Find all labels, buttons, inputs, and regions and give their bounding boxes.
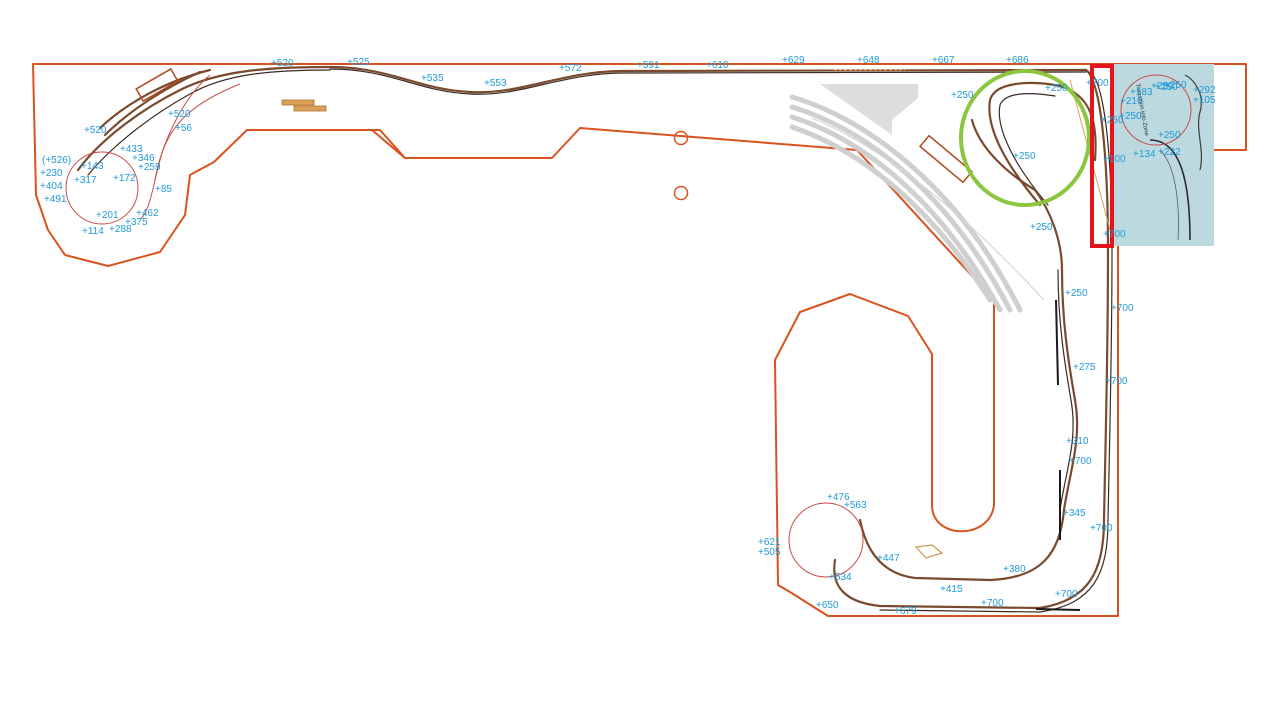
elevation-label: +591 xyxy=(637,60,660,71)
bottom-helix xyxy=(788,502,864,578)
highlight-rectangle xyxy=(1090,64,1114,248)
elevation-label: +525 xyxy=(347,57,370,68)
elevation-label: +345 xyxy=(1063,508,1086,519)
elevation-label: +172 xyxy=(113,173,136,184)
elevation-label: +534 xyxy=(829,572,852,583)
structures xyxy=(135,67,1111,559)
staging-yard xyxy=(789,84,1045,313)
elevation-labels: +520 +525 +535 +553 +572 +591 +610 +629 … xyxy=(40,55,1216,617)
elevation-label: +250 xyxy=(1045,83,1068,94)
hole-marker xyxy=(673,185,689,201)
elevation-label: +250 xyxy=(951,90,974,101)
elevation-label: +380 xyxy=(1003,564,1026,575)
inset-photo: Transition into Zone xyxy=(1114,64,1214,246)
elevation-label: +250 xyxy=(1065,288,1088,299)
elevation-label: +700 xyxy=(1111,303,1134,314)
elevation-label: +134 xyxy=(1133,149,1156,160)
elevation-label: +210 xyxy=(1120,96,1143,107)
elevation-label: +114 xyxy=(82,226,104,237)
elevation-label: +700 xyxy=(1069,456,1092,467)
elevation-label: +648 xyxy=(857,55,880,66)
elevation-label: +447 xyxy=(877,553,900,564)
elevation-label: +700 xyxy=(1055,589,1078,600)
elevation-label: +56 xyxy=(175,123,192,134)
left-helix xyxy=(65,151,139,225)
elevation-label: +222 xyxy=(1158,147,1181,158)
hole-marker xyxy=(673,130,689,146)
elevation-label: +292 xyxy=(1193,85,1216,96)
elevation-label: +143 xyxy=(81,161,104,172)
elevation-label: +85 xyxy=(155,184,172,195)
elevation-label: +433 xyxy=(120,144,143,155)
elevation-label: (+526) xyxy=(42,155,71,166)
elevation-label: +462 xyxy=(136,208,159,219)
elevation-label: +259 xyxy=(138,162,161,173)
elevation-label: +700 xyxy=(1086,78,1109,89)
elevation-label: +520 xyxy=(271,58,294,69)
elevation-label: +250 xyxy=(1155,82,1178,93)
elevation-label: +275 xyxy=(1073,362,1096,373)
elevation-label: +535 xyxy=(421,73,444,84)
elevation-label: +250 xyxy=(1164,80,1187,91)
elevation-label: +317 xyxy=(74,175,97,186)
elevation-label: +679 xyxy=(894,606,917,617)
elevation-label: +491 xyxy=(44,194,67,205)
elevation-label: +505 xyxy=(758,547,781,558)
elevation-label: +250 xyxy=(1101,115,1124,126)
elevation-label: +250 xyxy=(1013,151,1036,162)
elevation-label: +700 xyxy=(1105,376,1128,387)
highlight-circle xyxy=(959,69,1091,207)
elevation-label: +183 xyxy=(1130,87,1153,98)
elevation-label: +250 xyxy=(1151,81,1174,92)
elevation-label: +610 xyxy=(706,60,729,71)
elevation-label: +700 xyxy=(981,598,1004,609)
elevation-label: +250 xyxy=(1030,222,1053,233)
elevation-label: +250 xyxy=(1119,111,1142,122)
elevation-label: +563 xyxy=(844,500,867,511)
baseboard-outline xyxy=(32,63,1247,617)
elevation-label: +621 xyxy=(758,537,781,548)
elevation-label: +404 xyxy=(40,181,63,192)
elevation-label: +700 xyxy=(1103,229,1126,240)
elevation-label: +415 xyxy=(940,584,963,595)
elevation-label: +100 xyxy=(1103,154,1126,165)
elevation-label: +667 xyxy=(932,55,955,66)
elevation-label: +250 xyxy=(1158,130,1181,141)
elevation-label: +686 xyxy=(1006,55,1029,66)
elevation-label: +520 xyxy=(168,109,191,120)
elevation-label: +346 xyxy=(132,153,155,164)
elevation-label: +105 xyxy=(1193,95,1216,106)
elevation-label: +553 xyxy=(484,78,507,89)
elevation-label: +310 xyxy=(1066,436,1089,447)
elevation-label: +375 xyxy=(125,217,148,228)
elevation-label: +230 xyxy=(40,168,63,179)
elevation-label: +650 xyxy=(816,600,839,611)
elevation-label: +476 xyxy=(827,492,850,503)
elevation-label: +201 xyxy=(96,210,119,221)
elevation-label: +629 xyxy=(782,55,805,66)
elevation-label: +572 xyxy=(559,63,582,74)
elevation-label: +700 xyxy=(1090,523,1113,534)
track-lines xyxy=(65,65,1113,613)
elevation-label: +520 xyxy=(84,125,107,136)
elevation-label: +288 xyxy=(109,224,132,235)
